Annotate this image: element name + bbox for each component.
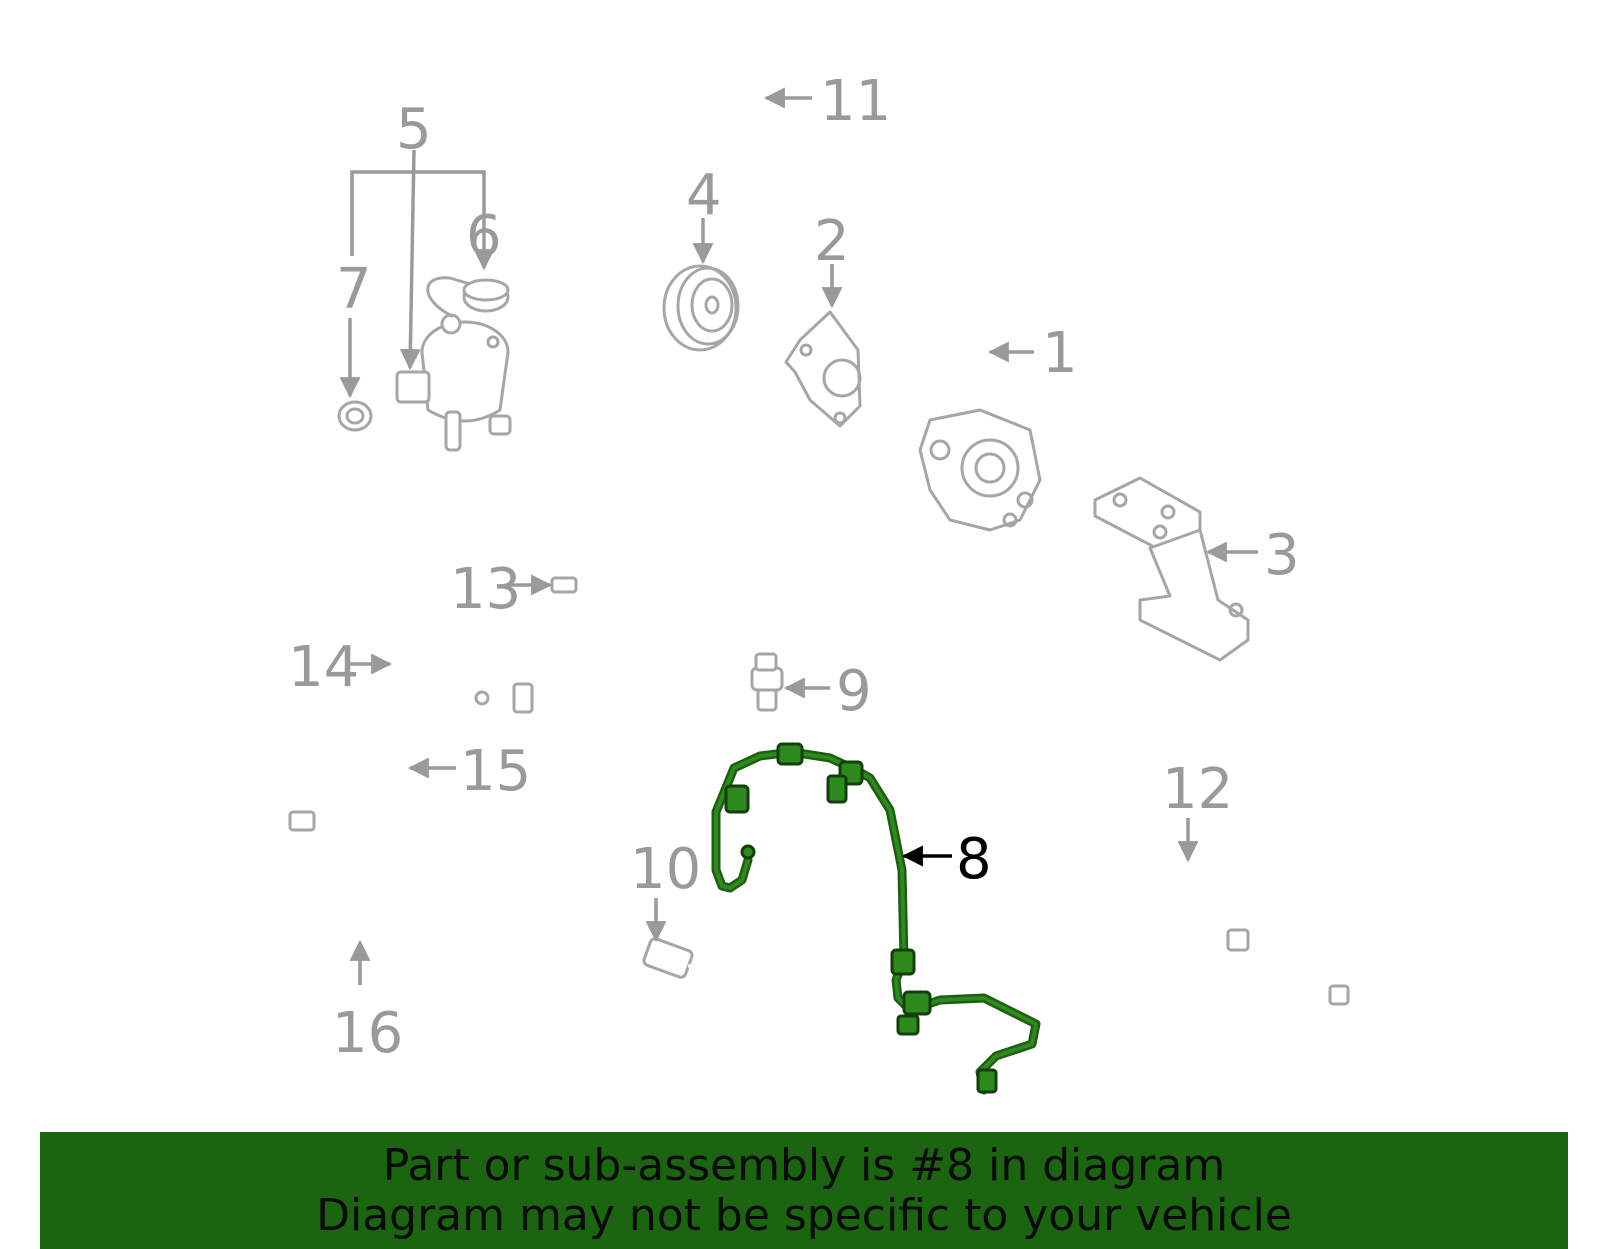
callout-3: 3: [1264, 523, 1300, 588]
callout-16: 16: [332, 1001, 403, 1066]
part-9-switch: [750, 652, 784, 712]
part-3-mount: [1093, 476, 1250, 662]
callout-4: 4: [686, 163, 722, 228]
part-10-sensor: [642, 937, 762, 1015]
part-11-hose: [607, 65, 765, 123]
part-8-pressure-hose: [711, 742, 1041, 1095]
banner-line-2: Diagram may not be specific to your vehi…: [316, 1189, 1292, 1241]
parts-diagram: 11 5 6 7 4 2: [258, 65, 1374, 1095]
callout-12: 12: [1162, 757, 1233, 822]
part-13-line: [474, 573, 657, 714]
part-6-cap: [462, 278, 510, 313]
callout-14: 14: [288, 635, 359, 700]
callout-15: 15: [460, 739, 531, 804]
part-4-pulley: [662, 264, 740, 352]
callout-2: 2: [814, 209, 850, 274]
part-14-hose: [355, 627, 408, 749]
part-1-pump: [918, 305, 1042, 532]
callout-1: 1: [1042, 321, 1078, 386]
callout-5: 5: [396, 97, 432, 162]
part-12-return-line: [1051, 737, 1374, 1083]
callout-11: 11: [820, 69, 891, 134]
part-7-grommet: [337, 400, 373, 432]
callout-8: 8: [956, 827, 992, 892]
info-banner: Part or sub-assembly is #8 in diagram Di…: [40, 1132, 1568, 1249]
callout-6: 6: [466, 204, 502, 269]
callout-13: 13: [450, 557, 521, 622]
part-5-reservoir: [395, 276, 512, 452]
callout-7: 7: [336, 257, 372, 322]
part-2-bracket: [784, 310, 862, 428]
part-15-hose: [361, 715, 435, 801]
part-16-cooler: [258, 774, 628, 1066]
banner-line-1: Part or sub-assembly is #8 in diagram: [382, 1139, 1226, 1191]
callout-9: 9: [836, 659, 872, 724]
callout-10: 10: [630, 837, 701, 902]
